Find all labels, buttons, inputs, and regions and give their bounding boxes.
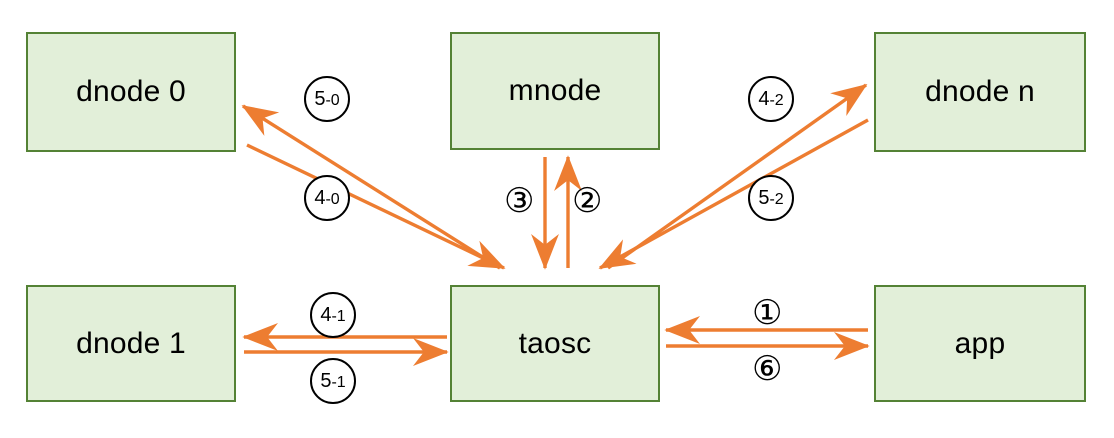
node-dnode1[interactable]: dnode 1 (26, 285, 236, 402)
edge-label-text: 5-1 (320, 370, 346, 392)
edge-label-text: 4-1 (320, 304, 346, 326)
node-dnoden[interactable]: dnode n (874, 32, 1086, 152)
edge-label-4-0: 4-0 (304, 175, 350, 221)
edge-label-text: 5-0 (314, 88, 340, 110)
node-app[interactable]: app (874, 285, 1086, 402)
node-label: dnode 0 (76, 75, 186, 108)
edge-label-5-2: 5-2 (748, 175, 794, 221)
node-label: dnode n (925, 75, 1035, 108)
node-label: app (954, 326, 1006, 360)
edge-dnode0-to-taosc (246, 143, 506, 270)
edge-label-2: ② (572, 181, 603, 221)
edge-label-text: 4-2 (758, 88, 784, 110)
node-label: dnode 1 (76, 326, 186, 360)
node-mnode[interactable]: mnode (450, 32, 660, 150)
node-label: taosc (518, 326, 592, 360)
edge-label-4-1: 4-1 (310, 292, 356, 338)
node-label: mnode (508, 74, 602, 107)
edge-label-text: 5-2 (758, 187, 784, 209)
edge-label-6: ⑥ (752, 349, 783, 389)
edge-label-5-0: 5-0 (304, 76, 350, 122)
edge-label-4-2: 4-2 (748, 76, 794, 122)
node-taosc[interactable]: taosc (450, 285, 660, 402)
node-dnode0[interactable]: dnode 0 (26, 32, 236, 152)
edge-label-3: ③ (504, 181, 535, 221)
edge-label-5-1: 5-1 (310, 358, 356, 404)
edge-label-text: 4-0 (314, 187, 340, 209)
edge-label-1: ① (752, 293, 783, 333)
